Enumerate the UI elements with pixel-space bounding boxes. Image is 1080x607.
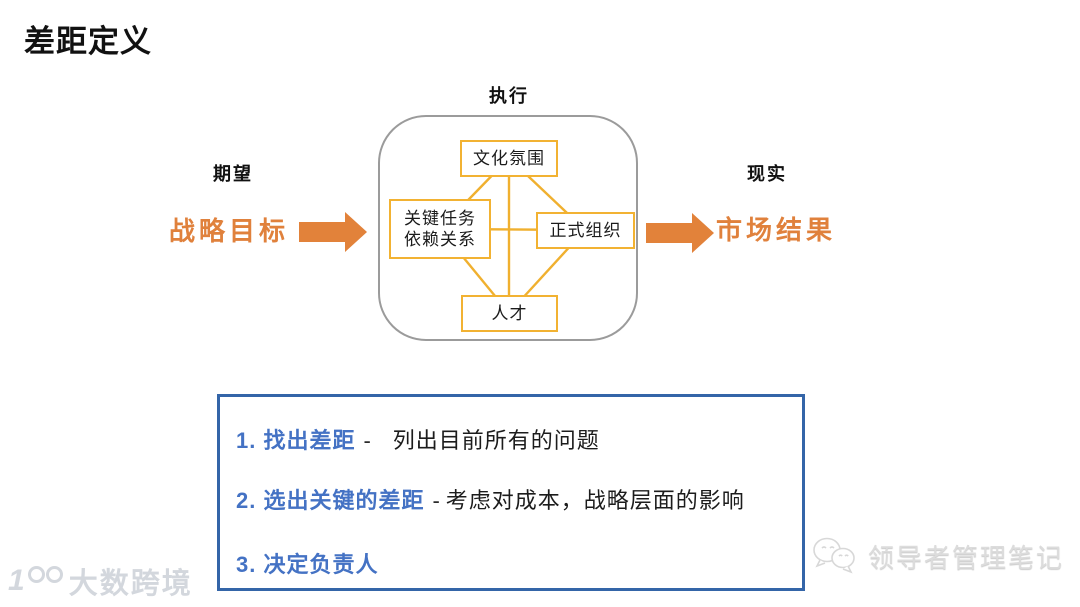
step-1-dash: - [363, 428, 371, 453]
wechat-bubbles-icon [813, 537, 855, 574]
list-item: 1. 找出差距-列出目前所有的问题 [236, 423, 600, 455]
watermark-dashu-text: 大数跨境 [68, 568, 193, 600]
step-2-dash: - [432, 488, 440, 513]
node-critical-tasks-line2: 依赖关系 [404, 230, 476, 249]
watermark-leader-notes: 领导者管理笔记 [812, 535, 1064, 577]
reality-label: 现实 [747, 164, 787, 184]
node-culture: 文化氛围 [460, 140, 558, 177]
watermark-leader-notes-text: 领导者管理笔记 [868, 542, 1065, 573]
node-talent-label: 人才 [491, 303, 528, 323]
step-2-key: 2. 选出关键的差距 [236, 488, 425, 513]
node-talent: 人才 [461, 295, 558, 332]
step-1-desc: 列出目前所有的问题 [392, 428, 600, 453]
step-3-key: 3. 决定负责人 [236, 552, 379, 577]
watermark-dashu: 1 大数跨境 [8, 560, 193, 602]
strategic-goal-text: 战略目标 [169, 216, 290, 246]
right-arrow-icon [646, 213, 714, 253]
step-2-desc: 考虑对成本，战略层面的影响 [445, 488, 745, 513]
dashu-100-icon: 1 [8, 564, 63, 598]
node-critical-tasks-line1: 关键任务 [404, 208, 476, 228]
list-item: 3. 决定负责人 [236, 547, 392, 579]
node-culture-label: 文化氛围 [473, 148, 545, 168]
page-title: 差距定义 [24, 24, 152, 59]
execution-label: 执行 [489, 86, 529, 106]
node-critical-tasks: 关键任务 依赖关系 [389, 199, 491, 259]
right-arrow-icon [299, 212, 367, 252]
list-item: 2. 选出关键的差距-考虑对成本，战略层面的影响 [236, 483, 745, 515]
node-formal-org: 正式组织 [536, 212, 635, 249]
step-1-key: 1. 找出差距 [236, 428, 356, 453]
node-formal-org-label: 正式组织 [549, 220, 622, 240]
market-result-text: 市场结果 [716, 215, 837, 245]
steps-panel: 1. 找出差距-列出目前所有的问题 2. 选出关键的差距-考虑对成本，战略层面的… [217, 394, 805, 591]
expectation-label: 期望 [213, 164, 253, 184]
